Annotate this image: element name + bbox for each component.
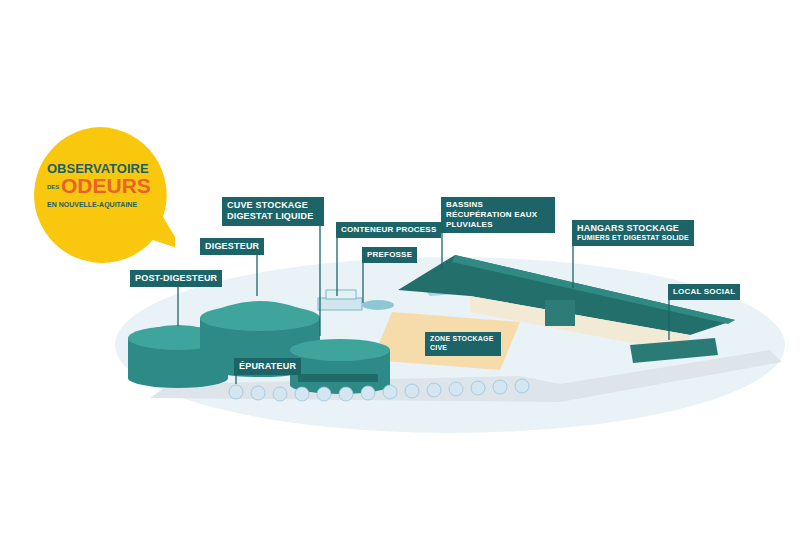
logo-line: EN NOUVELLE-AQUITAINE: [47, 201, 137, 208]
tag-label: BASSINS RÉCUPÉRATION EAUX PLUVIALES: [446, 200, 550, 230]
callout-tag: HANGARS STOCKAGEFUMIERS ET DIGESTAT SOLI…: [572, 220, 694, 246]
callout-tag: DIGESTEUR: [200, 238, 264, 255]
tag-label: ÉPURATEUR: [239, 361, 296, 372]
tag-label: CONTENEUR PROCESS: [341, 225, 436, 235]
tag-label: PREFOSSE: [367, 250, 412, 260]
tag-label: ZONE STOCKAGE CIVE: [430, 335, 496, 353]
callout-tag: BASSINS RÉCUPÉRATION EAUX PLUVIALES: [441, 197, 555, 233]
tag-label: CUVE STOCKAGE DIGESTAT LIQUIDE: [227, 200, 319, 223]
callout-tag: ZONE STOCKAGE CIVE: [425, 332, 501, 356]
callout-tag: LOCAL SOCIAL: [668, 284, 740, 300]
tag-label: DIGESTEUR: [205, 241, 259, 252]
callout-tag: CONTENEUR PROCESS: [336, 222, 441, 238]
tag-label: LOCAL SOCIAL: [673, 287, 735, 297]
callout-tag: POST-DIGESTEUR: [130, 270, 222, 287]
logo-word: ODEURS: [61, 175, 151, 196]
callout-tag: PREFOSSE: [362, 247, 417, 263]
logo-line: OBSERVATOIRE: [47, 162, 149, 175]
logo-line: DES: [47, 184, 59, 190]
logo-shape: [25, 122, 175, 272]
callout-tag: ÉPURATEUR: [234, 358, 301, 375]
tag-label: POST-DIGESTEUR: [135, 273, 217, 284]
tag-label: HANGARS STOCKAGE: [577, 223, 689, 234]
logo-bubble: OBSERVATOIRE DESODEURS EN NOUVELLE-AQUITAI…: [25, 122, 175, 272]
tag-sublabel: FUMIERS ET DIGESTAT SOLIDE: [577, 234, 689, 243]
callout-tag: CUVE STOCKAGE DIGESTAT LIQUIDE: [222, 197, 324, 226]
